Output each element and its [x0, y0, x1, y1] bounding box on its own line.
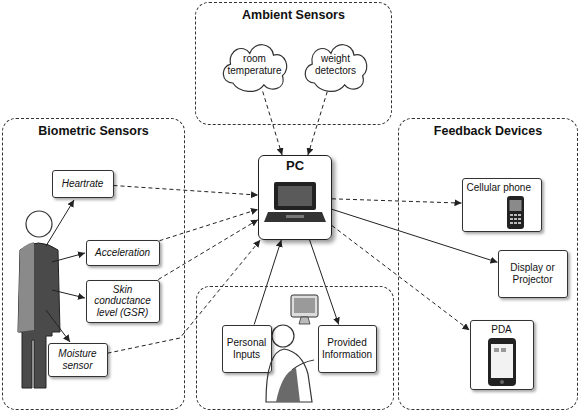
data-flow-arrow [254, 240, 281, 325]
component-box: Provided Information [318, 325, 377, 373]
node-label: PDA [475, 324, 529, 336]
data-flow-dashed [308, 92, 327, 156]
data-flow-arrow [310, 240, 339, 325]
group-panel: Feedback DevicesCellular phoneDisplay or… [398, 118, 578, 410]
node-label: Moisture sensor [52, 348, 104, 371]
node-label: PC [262, 159, 328, 174]
node-label: weight detectors [309, 53, 363, 76]
sensor-cloud: weight detectors [300, 38, 372, 92]
computer-user [266, 295, 318, 402]
data-flow-arrow [332, 209, 498, 262]
node-label: Personal Inputs [226, 337, 268, 360]
node-label: Skin conductance level (GSR) [90, 284, 156, 319]
data-flow-dashed [160, 209, 259, 240]
component-box: Acceleration [86, 240, 160, 266]
data-flow-dashed [158, 220, 258, 280]
group-panel: Personal Inputs Provided Information [196, 286, 394, 410]
data-flow-dashed [114, 186, 259, 196]
group-panel: Biometric SensorsHeartrateAccelerationSk… [2, 118, 185, 410]
phone-icon [507, 196, 524, 229]
pda-icon [488, 338, 516, 386]
sensor-leads [46, 200, 85, 342]
sensor-cloud: room temperature [218, 38, 292, 92]
data-flow-dashed [332, 199, 462, 203]
device-box: Cellular phone [462, 178, 542, 232]
data-flow-dashed [332, 226, 470, 331]
node-label: Cellular phone [467, 182, 537, 194]
group-title: Feedback Devices [399, 124, 577, 138]
node-label: Heartrate [62, 178, 104, 190]
device-box: PDA [470, 320, 534, 390]
node-label: room temperature [227, 53, 283, 76]
group-title: Ambient Sensors [196, 8, 391, 22]
group-panel: Ambient Sensors room temperature weight de… [195, 2, 392, 125]
component-box: Personal Inputs [222, 325, 272, 373]
component-box: Display or Projector [498, 250, 568, 298]
node-label: Acceleration [95, 247, 150, 259]
group-title: Biometric Sensors [3, 124, 184, 138]
component-box: Moisture sensor [48, 343, 108, 377]
pc-box: PC [258, 155, 332, 240]
person-figure [18, 211, 60, 388]
node-label: Provided Information [322, 337, 373, 360]
node-label: Display or Projector [502, 262, 564, 285]
component-box: Skin conductance level (GSR) [86, 280, 160, 323]
data-flow-dashed [263, 92, 282, 156]
component-box: Heartrate [52, 170, 114, 198]
laptop-icon [264, 182, 326, 222]
